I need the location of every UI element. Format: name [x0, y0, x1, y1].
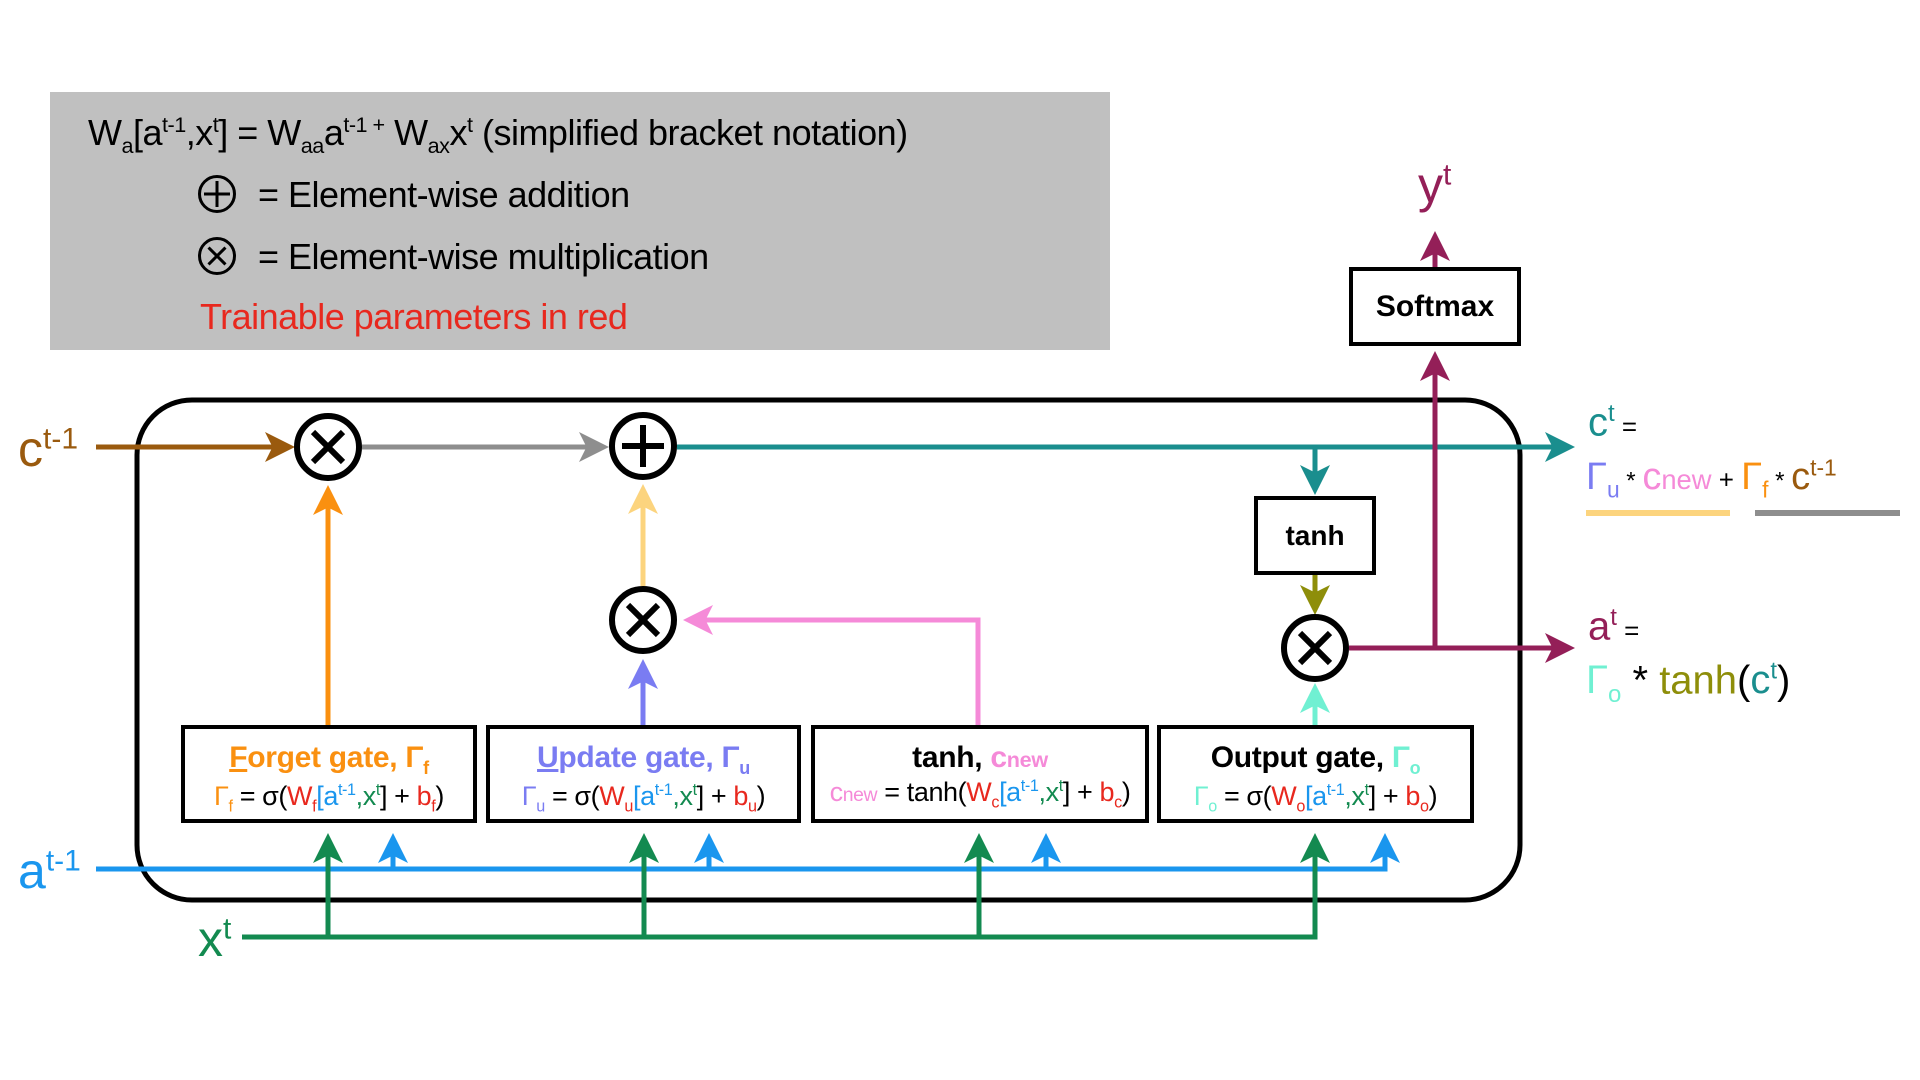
x-t-bus [242, 833, 1330, 940]
element-wise-multiplication-icon [198, 237, 236, 276]
forget-gate-title: Forget gate, Γf [229, 741, 429, 778]
output-multiply-icon [1281, 614, 1349, 682]
c-t-formula: Γu * cnew + Γf * ct-1 [1586, 454, 1837, 503]
forget-gate-formula: Γf = σ(Wf[at-1,xt] + bf) [214, 781, 444, 816]
tanh-candidate-formula: cnew = tanh(Wc[at-1,xt] + bc) [829, 777, 1131, 812]
a-t-formula: Γo * tanh(ct) [1586, 658, 1791, 709]
c-t-label: ct = [1588, 400, 1638, 445]
forget-multiply-icon [294, 413, 362, 481]
trainable-note: Trainable parameters in red [200, 296, 628, 337]
x-t-label: xt [198, 911, 232, 967]
bracket-notation: Wa[at-1,xt] = Waaat-1 + Waxxt (simplifie… [88, 112, 908, 159]
update-gate-box: Update gate, Γu Γu = σ(Wu[at-1,xt] + bu) [486, 725, 801, 823]
a-prev-label: at-1 [18, 843, 81, 899]
legend-panel: Wa[at-1,xt] = Waaat-1 + Waxxt (simplifie… [50, 92, 1110, 350]
update-gate-title: Update gate, Γu [537, 741, 750, 778]
a-prev-bus [96, 833, 1400, 872]
update-multiply-icon [609, 586, 677, 654]
legend-multiplication: = Element-wise multiplication [198, 236, 709, 278]
tanh-candidate-title: tanh, cnew [912, 741, 1048, 774]
output-gate-title: Output gate, Γo [1210, 741, 1421, 778]
output-gate-formula: Γo = σ(Wo[at-1,xt] + bo) [1193, 781, 1438, 816]
tanh-candidate-box: tanh, cnew cnew = tanh(Wc[at-1,xt] + bc) [811, 725, 1149, 823]
element-wise-addition-icon [198, 175, 236, 214]
update-gate-formula: Γu = σ(Wu[at-1,xt] + bu) [521, 781, 766, 816]
c-new-arrow [683, 605, 981, 725]
output-gate-box: Output gate, Γo Γo = σ(Wo[at-1,xt] + bo) [1157, 725, 1474, 823]
forget-gate-box: Forget gate, Γf Γf = σ(Wf[at-1,xt] + bf) [181, 725, 477, 823]
a-t-label: at = [1588, 604, 1640, 649]
c-prev-label: ct-1 [18, 421, 79, 477]
legend-addition: = Element-wise addition [198, 174, 630, 216]
cell-add-icon [609, 412, 677, 480]
y-t-label: yt [1418, 157, 1452, 213]
softmax-block: Softmax [1349, 267, 1521, 346]
tanh-block: tanh [1254, 496, 1376, 575]
